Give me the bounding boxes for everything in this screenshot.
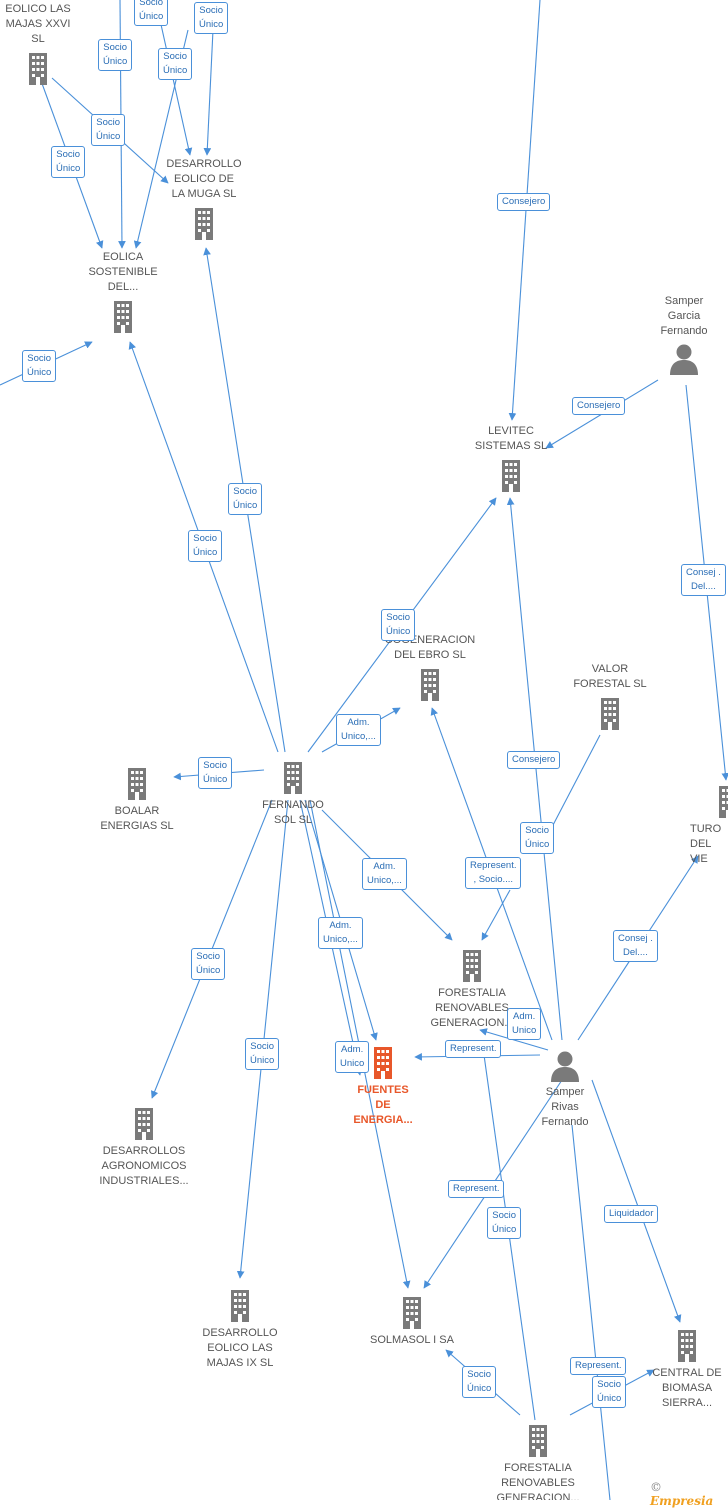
relation-label[interactable]: Socio Único (381, 609, 415, 641)
building-icon (373, 1047, 393, 1079)
building-icon (501, 460, 521, 492)
building-icon (28, 53, 48, 85)
person-icon (550, 1050, 580, 1082)
node-eolica-sostenible[interactable]: EOLICA SOSTENIBLE DEL... (80, 250, 166, 333)
node-valor-forestal[interactable]: VALOR FORESTAL SL (566, 662, 654, 730)
node-forestalia-renovables-2[interactable]: FORESTALIA RENOVABLES GENERACION... (488, 1425, 588, 1500)
node-desarrollo-eolico-la-muga[interactable]: DESARROLLO EOLICO DE LA MUGA SL (160, 157, 248, 240)
node-label: FERNANDO SOL SL (253, 798, 333, 828)
relation-label[interactable]: Adm. Unico,... (318, 917, 363, 949)
person-icon (669, 343, 699, 375)
node-desarrollos-agronomicos[interactable]: DESARROLLOS AGRONOMICOS INDUSTRIALES... (92, 1108, 196, 1189)
building-icon (528, 1425, 548, 1457)
relation-label[interactable]: Adm. Unico (507, 1008, 541, 1040)
building-icon (420, 669, 440, 701)
node-label: Samper Garcia Fernando (646, 294, 722, 339)
copyright-symbol: © (650, 1480, 662, 1494)
building-icon (194, 208, 214, 240)
relation-label[interactable]: Consejero (497, 193, 550, 211)
node-samper-garcia-fernando[interactable]: Samper Garcia Fernando (646, 294, 722, 375)
node-label: EOLICA SOSTENIBLE DEL... (80, 250, 166, 295)
node-label: FUENTES DE ENERGIA... (343, 1083, 423, 1128)
relation-label[interactable]: Adm. Unico,... (362, 858, 407, 890)
relation-label[interactable]: Socio Único (191, 948, 225, 980)
node-levitec-sistemas[interactable]: LEVITEC SISTEMAS SL (466, 424, 556, 492)
relation-label[interactable]: Socio Único (158, 48, 192, 80)
node-boalar-energias[interactable]: BOALAR ENERGIAS SL (94, 768, 180, 834)
node-label: DESARROLLO EOLICO DE LA MUGA SL (160, 157, 248, 202)
building-icon (283, 762, 303, 794)
node-central-de-biomasa[interactable]: CENTRAL DE BIOMASA SIERRA... (646, 1330, 728, 1411)
node-label: Samper Rivas Fernando (527, 1085, 603, 1130)
node-label: CENTRAL DE BIOMASA SIERRA... (646, 1366, 728, 1411)
node-label: VALOR FORESTAL SL (566, 662, 654, 692)
node-samper-rivas-fernando[interactable]: Samper Rivas Fernando (527, 1050, 603, 1130)
relation-label[interactable]: Socio Único (198, 757, 232, 789)
building-icon (677, 1330, 697, 1362)
relation-label[interactable]: Socio Único (134, 0, 168, 26)
relation-label[interactable]: Socio Único (245, 1038, 279, 1070)
relation-label[interactable]: Socio Único (188, 530, 222, 562)
relation-label[interactable]: Adm. Unico (335, 1041, 369, 1073)
relation-label[interactable]: Liquidador (604, 1205, 658, 1223)
relation-label[interactable]: Consej . Del.... (613, 930, 658, 962)
building-icon (462, 950, 482, 982)
node-label: DESARROLLO EOLICO LAS MAJAS IX SL (194, 1326, 286, 1371)
brand-name: Empresia (650, 1494, 713, 1508)
relation-label[interactable]: Socio Único (51, 146, 85, 178)
node-label: DESARROLLOS AGRONOMICOS INDUSTRIALES... (92, 1144, 196, 1189)
node-label: LEVITEC SISTEMAS SL (466, 424, 556, 454)
node-desarrollo-eolico-las-majas-ix[interactable]: DESARROLLO EOLICO LAS MAJAS IX SL (194, 1290, 286, 1371)
relation-label[interactable]: Adm. Unico,... (336, 714, 381, 746)
relation-label[interactable]: Socio Único (228, 483, 262, 515)
relation-label[interactable]: Socio Único (462, 1366, 496, 1398)
relation-label[interactable]: Consejero (572, 397, 625, 415)
building-icon (127, 768, 147, 800)
node-fernando-sol[interactable]: FERNANDO SOL SL (253, 762, 333, 828)
relation-label[interactable]: Consejero (507, 751, 560, 769)
building-icon (600, 698, 620, 730)
building-icon (134, 1108, 154, 1140)
node-label: FORESTALIA RENOVABLES GENERACION... (488, 1461, 588, 1500)
node-label: SOLMASOL I SA (364, 1333, 460, 1348)
relation-label[interactable]: Socio Único (22, 350, 56, 382)
node-label: TURO DEL VIE (690, 822, 728, 867)
node-label: BOALAR ENERGIAS SL (94, 804, 180, 834)
node-turo-del-vie[interactable]: TURO DEL VIE (688, 786, 728, 867)
relation-label[interactable]: Represent. (445, 1040, 501, 1058)
relation-label[interactable]: Socio Único (592, 1376, 626, 1408)
relation-label[interactable]: Socio Único (98, 39, 132, 71)
relation-label[interactable]: Socio Único (520, 822, 554, 854)
node-cogeneracion-del-ebro[interactable]: COGENERACION DEL EBRO SL (380, 633, 480, 701)
relation-label[interactable]: Socio Único (194, 2, 228, 34)
relation-label[interactable]: Consej . Del.... (681, 564, 726, 596)
relation-label[interactable]: Represent. (570, 1357, 626, 1375)
empresia-logo: © Empresia (650, 1480, 728, 1508)
building-icon (113, 301, 133, 333)
relation-label[interactable]: Socio Único (487, 1207, 521, 1239)
node-solmasol-i-sa[interactable]: SOLMASOL I SA (364, 1297, 460, 1348)
relation-label[interactable]: Socio Único (91, 114, 125, 146)
building-icon (230, 1290, 250, 1322)
node-label: EOLICO LAS MAJAS XXVI SL (0, 2, 78, 47)
building-icon (718, 786, 728, 818)
relation-label[interactable]: Represent. (448, 1180, 504, 1198)
building-icon (402, 1297, 422, 1329)
relation-label[interactable]: Represent. , Socio.... (465, 857, 521, 889)
node-eolico-las-majas-xxvi[interactable]: EOLICO LAS MAJAS XXVI SL (0, 2, 78, 85)
